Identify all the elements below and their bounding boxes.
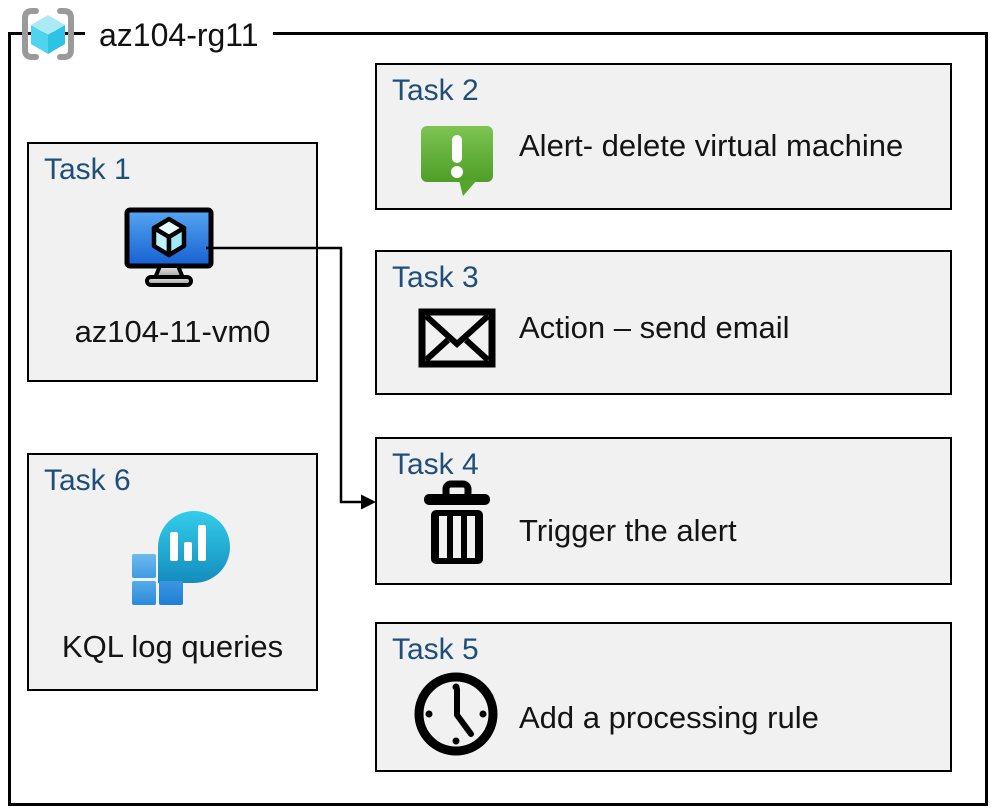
virtual-machine-icon: [124, 207, 214, 287]
alert-icon: [421, 126, 493, 196]
task-2-text: Alert- delete virtual machine: [519, 128, 904, 163]
task-6-label: Task 6: [44, 464, 131, 497]
task-3-label: Task 3: [392, 261, 479, 294]
task-4-text: Trigger the alert: [519, 513, 737, 548]
task-6-card: Task 6: [27, 453, 318, 691]
task-1-card: Task 1 az104-11-vm0: [27, 142, 318, 382]
task-2-label: Task 2: [392, 74, 479, 107]
task-1-resource-name: az104-11-vm0: [74, 314, 271, 349]
task-4-label: Task 4: [392, 448, 479, 481]
task-3-text: Action – send email: [519, 310, 790, 345]
resource-group-container: az104-rg11 Task 1 az1: [8, 8, 988, 806]
task-6-text: KQL log queries: [61, 629, 284, 664]
trash-icon: [424, 480, 490, 564]
task-3-card: Task 3 Action – send email: [375, 250, 952, 395]
task-2-card: Task 2 Alert- delete virtual machine: [375, 63, 952, 210]
log-analytics-icon: [132, 511, 230, 605]
email-icon: [418, 308, 496, 368]
task-4-card: Task 4 Trigger the alert: [375, 437, 952, 585]
resource-group-name: az104-rg11: [85, 9, 273, 61]
task-1-label: Task 1: [44, 153, 131, 186]
task-5-card: Task 5 Add a processing rule: [375, 622, 952, 772]
task-5-text: Add a processing rule: [519, 700, 819, 735]
task-5-label: Task 5: [392, 633, 479, 666]
clock-icon: [414, 672, 498, 756]
resource-group-icon: [22, 8, 74, 60]
